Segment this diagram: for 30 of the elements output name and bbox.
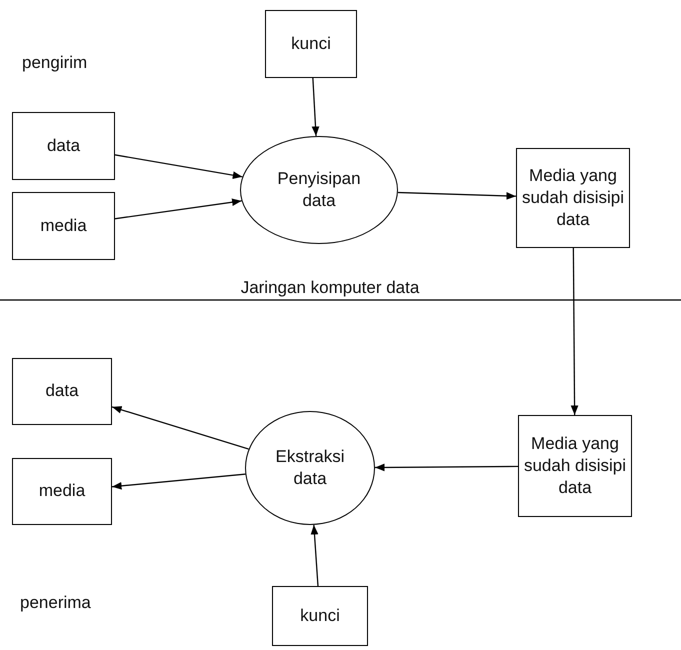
node-label: media [40,214,87,237]
arrow [312,78,320,136]
node-label: data [46,134,80,157]
node-label: kunci [291,32,331,55]
node-label: Media yang sudah disisipi data [520,164,626,232]
data-box [265,10,357,78]
node-label: data [45,380,79,402]
arrow [114,198,242,220]
arrow [112,406,249,450]
node-label: Media yang sudah disisipi data [522,432,628,500]
data-box [12,358,112,425]
data-box [518,415,632,517]
data-box [12,112,115,180]
node-label: media [38,480,86,502]
section-label: penerima [20,592,91,614]
arrow [375,464,518,472]
arrow [112,474,246,490]
section-label: Jaringan komputer data [240,277,420,299]
node-label: Penyisipan data [276,168,362,212]
arrow [310,524,319,586]
data-box [12,192,115,260]
node-label: kunci [300,604,340,627]
arrow [398,192,516,200]
section-label: pengirim [22,52,88,74]
node-label: Ekstraksi data [274,446,346,490]
arrow [570,248,578,415]
data-box [516,148,630,248]
arrow [114,154,242,179]
data-box [12,458,112,525]
data-box [272,586,368,646]
